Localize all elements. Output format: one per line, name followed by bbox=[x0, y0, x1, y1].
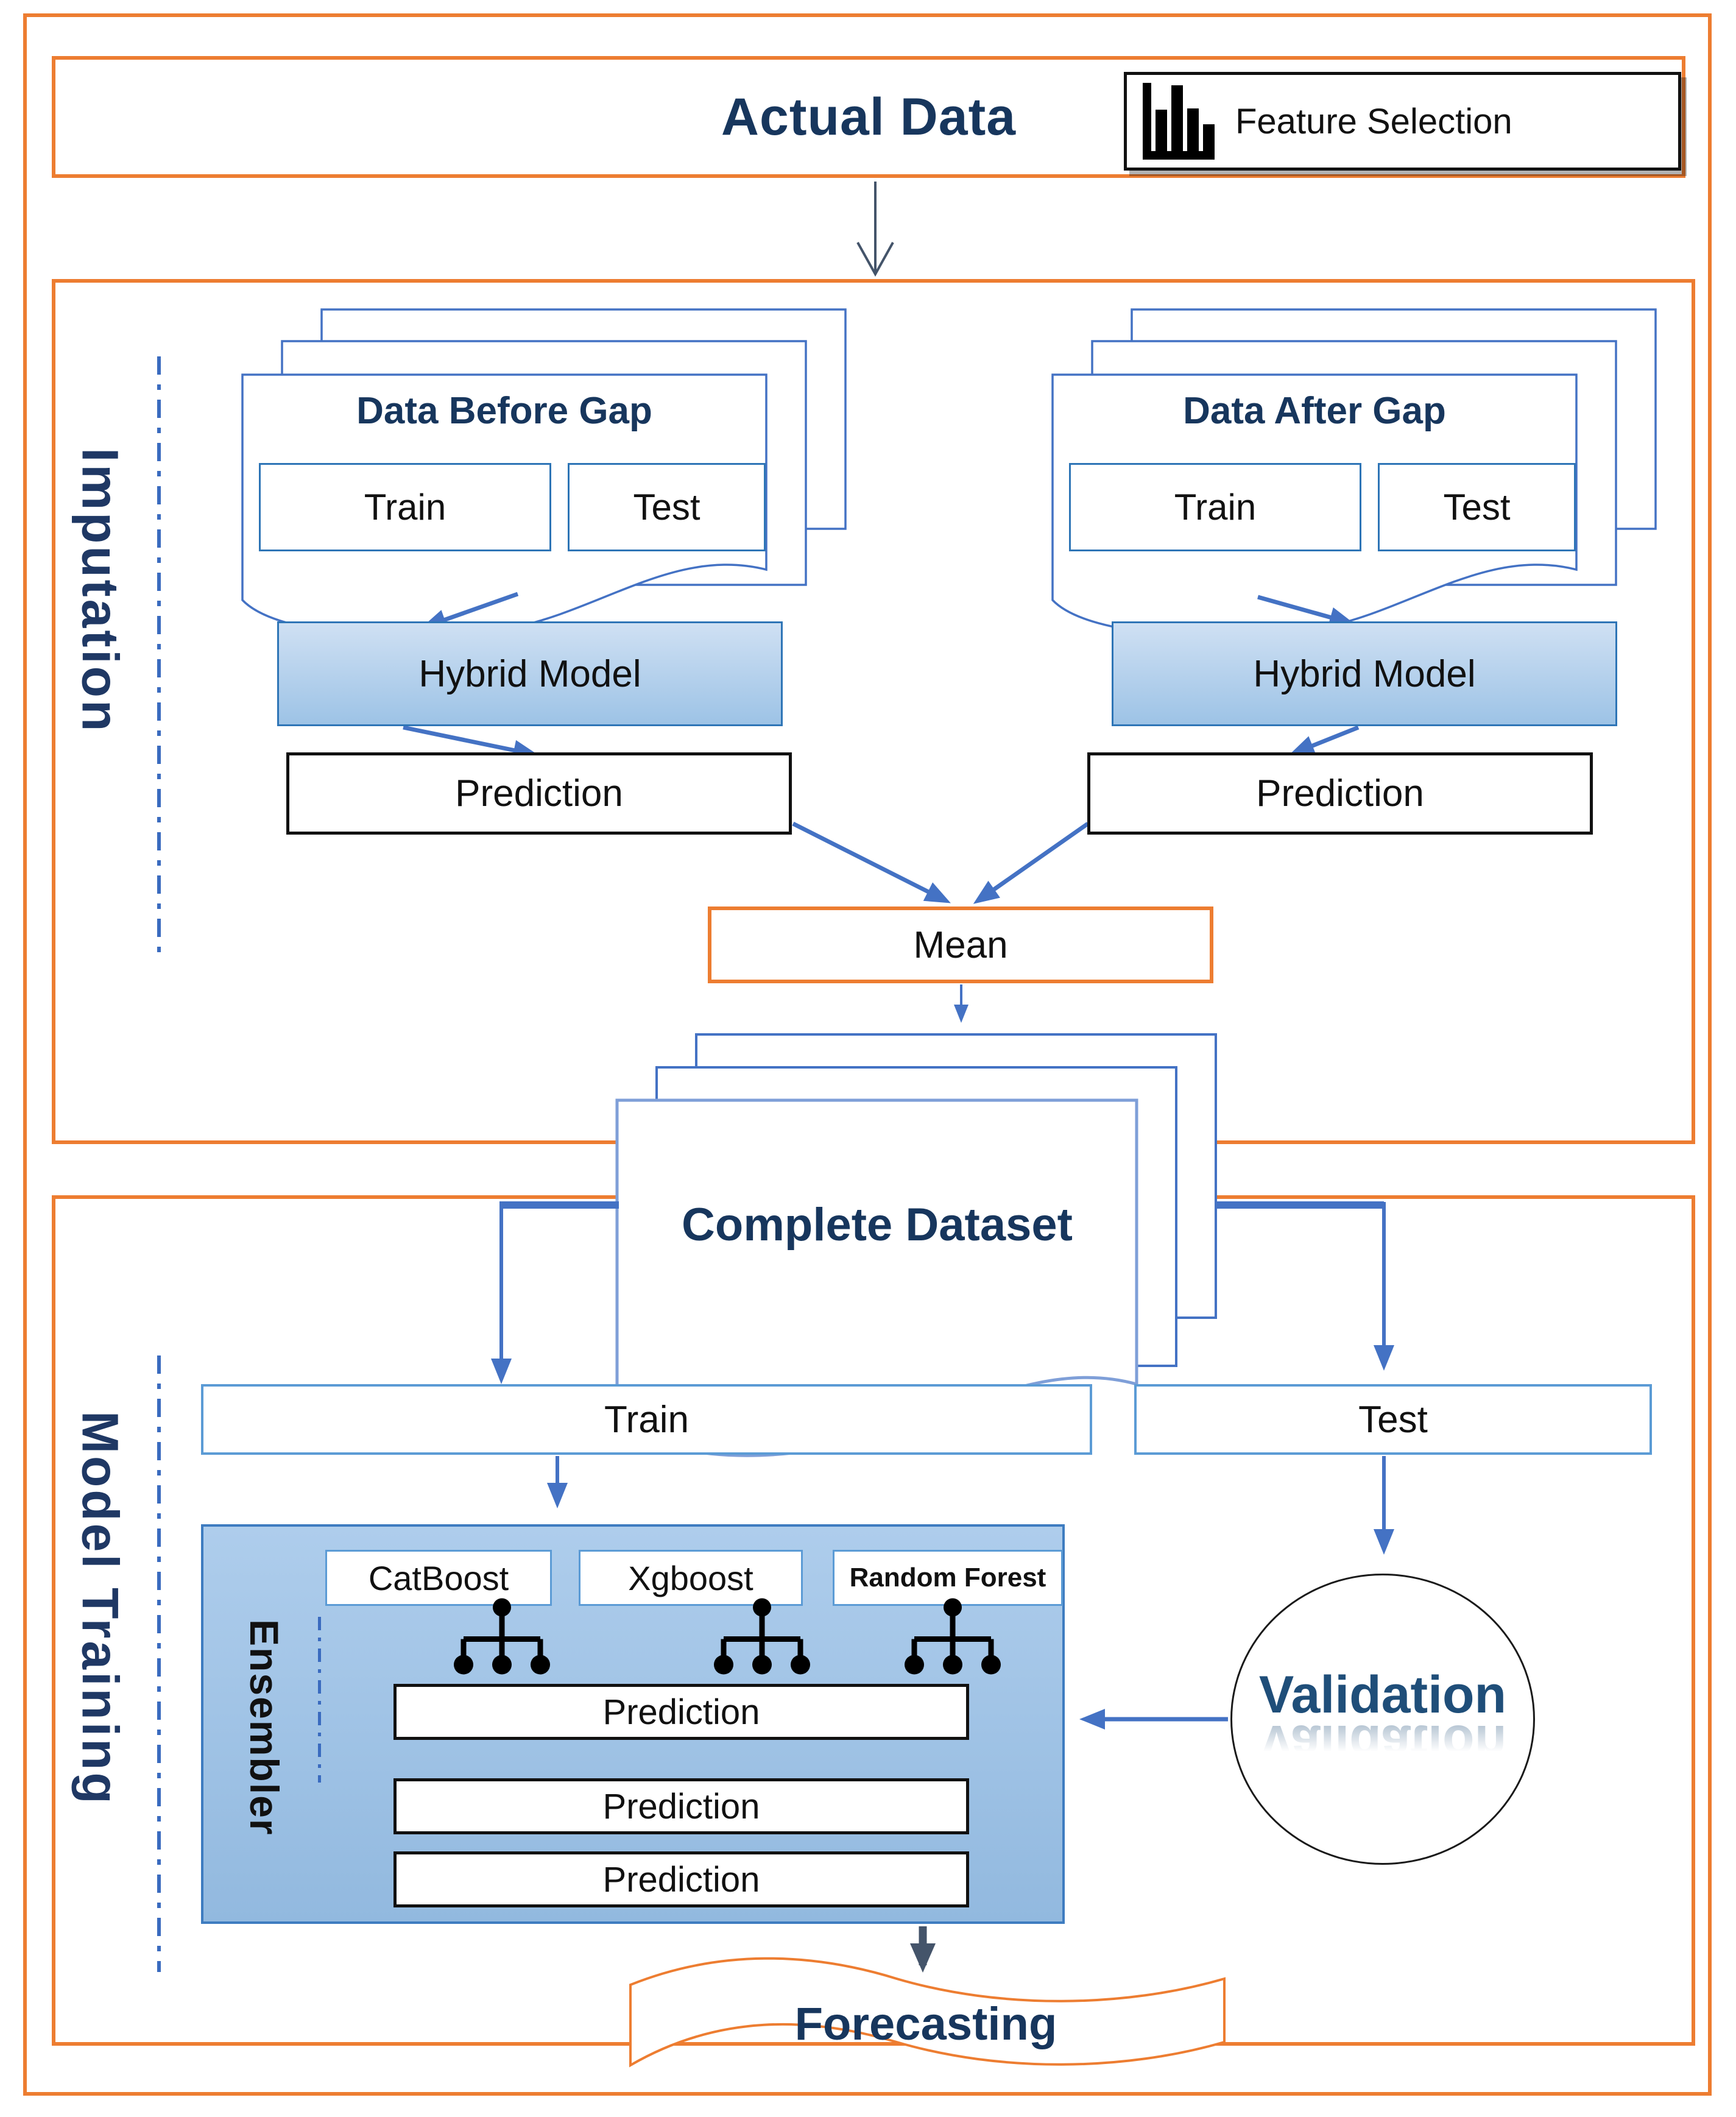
ensembler-divider-line bbox=[318, 1617, 321, 1783]
random-forest-box: Random Forest bbox=[833, 1550, 1063, 1606]
dataset-to-train-connector bbox=[491, 1201, 619, 1384]
prediction-left-box: Prediction bbox=[286, 752, 792, 835]
catboost-box: CatBoost bbox=[325, 1550, 552, 1606]
arrow-hybridright-to-prediction bbox=[1288, 725, 1360, 755]
complete-dataset-title: Complete Dataset bbox=[682, 1198, 1073, 1251]
dataset-to-test-connector bbox=[1215, 1201, 1394, 1371]
xgboost-box: Xgboost bbox=[579, 1550, 803, 1606]
training-test-box: Test bbox=[1134, 1384, 1652, 1455]
after-gap-test-box: Test bbox=[1378, 463, 1576, 551]
arrow-predleft-to-mean bbox=[792, 821, 951, 903]
ensembler-prediction-2: Prediction bbox=[393, 1778, 969, 1834]
data-before-gap-title: Data Before Gap bbox=[356, 389, 652, 432]
model-training-section-label: Model Training bbox=[71, 1410, 129, 1806]
hybrid-model-left-box: Hybrid Model bbox=[277, 621, 783, 726]
ensembler-box: Ensembler CatBoost Xgboost Random Forest… bbox=[201, 1524, 1065, 1924]
ensembler-prediction-1: Prediction bbox=[393, 1684, 969, 1740]
arrow-actual-to-imputation bbox=[856, 182, 894, 277]
arrow-aftergap-to-hybrid bbox=[1257, 595, 1355, 627]
after-gap-train-box: Train bbox=[1069, 463, 1361, 551]
validation-circle: Validation Validation bbox=[1230, 1574, 1535, 1865]
actual-data-section bbox=[52, 56, 1685, 178]
imputation-section-label: Imputation bbox=[71, 448, 129, 734]
bar-chart-icon bbox=[1143, 83, 1215, 160]
arrow-predright-to-mean bbox=[973, 822, 1090, 904]
data-after-gap-title: Data After Gap bbox=[1183, 389, 1446, 432]
model-training-divider-line bbox=[157, 1355, 161, 1972]
arrow-beforegap-to-hybrid bbox=[420, 592, 519, 630]
training-train-box: Train bbox=[201, 1384, 1092, 1455]
imputation-divider-line bbox=[157, 356, 161, 956]
mean-box: Mean bbox=[708, 907, 1213, 983]
before-gap-train-box: Train bbox=[259, 463, 551, 551]
feature-selection-box: Feature Selection bbox=[1124, 72, 1681, 171]
random-forest-tree-icon bbox=[905, 1598, 1001, 1675]
before-gap-test-box: Test bbox=[568, 463, 766, 551]
page-title: Actual Data bbox=[721, 87, 1017, 146]
catboost-tree-icon bbox=[454, 1598, 550, 1675]
outer-frame bbox=[23, 13, 1712, 2096]
ensembler-prediction-3: Prediction bbox=[393, 1851, 969, 1907]
forecasting-label: Forecasting bbox=[794, 1998, 1057, 2050]
hybrid-model-right-box: Hybrid Model bbox=[1112, 621, 1617, 726]
validation-label-reflection: Validation bbox=[1258, 1714, 1507, 1773]
arrow-hybridleft-to-prediction bbox=[403, 725, 539, 761]
prediction-right-box: Prediction bbox=[1087, 752, 1593, 835]
complete-dataset-doc bbox=[615, 1033, 1217, 1457]
xgboost-tree-icon bbox=[714, 1598, 810, 1675]
validation-label: Validation bbox=[1258, 1666, 1507, 1724]
ensembler-label: Ensembler bbox=[242, 1619, 287, 1836]
feature-selection-label: Feature Selection bbox=[1235, 101, 1512, 141]
forecasting-banner bbox=[629, 1957, 1226, 2068]
